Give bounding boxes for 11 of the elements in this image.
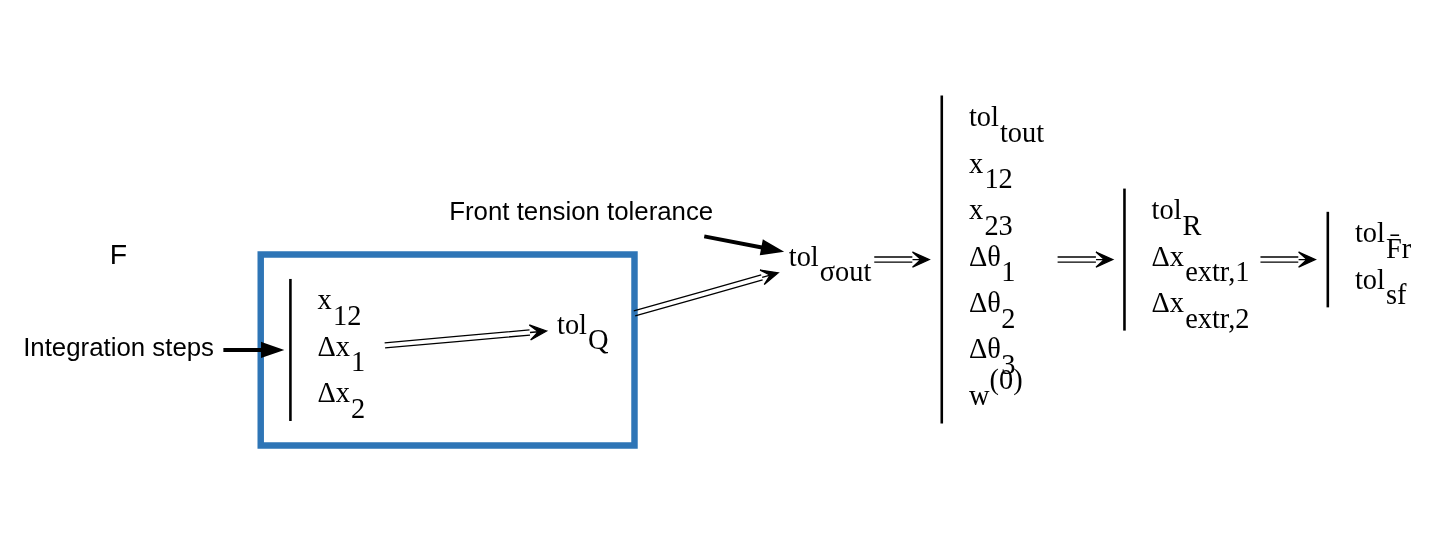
- arrow: [223, 341, 285, 358]
- arrow: [384, 323, 548, 349]
- label: F: [109, 237, 128, 270]
- arrow: [1056, 250, 1114, 268]
- arrow: [1259, 250, 1317, 268]
- arrow: [703, 234, 785, 255]
- node-text: Front tension tolerance: [449, 196, 714, 225]
- arrow: [873, 250, 930, 268]
- cluster: [257, 250, 638, 449]
- arrow: [633, 268, 779, 317]
- node-text: Integration steps: [23, 332, 215, 361]
